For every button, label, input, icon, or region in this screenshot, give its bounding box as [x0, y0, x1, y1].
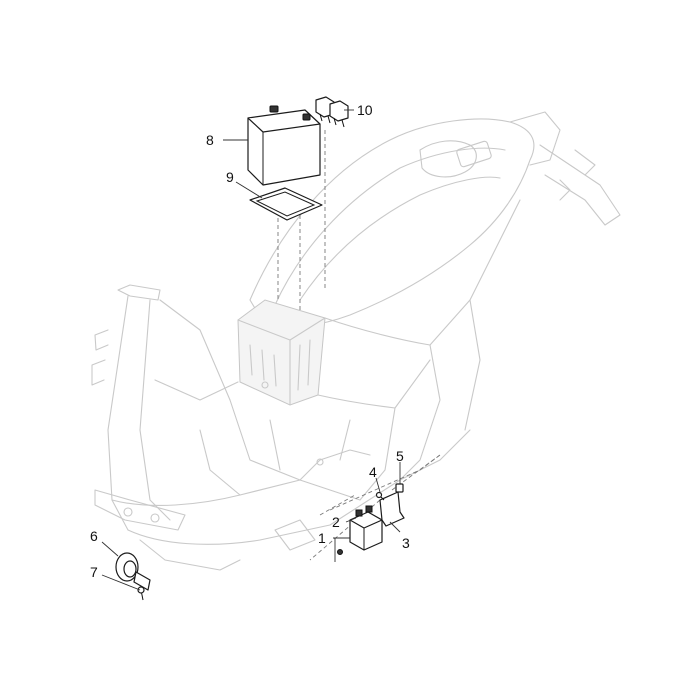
callout-9: 9	[226, 169, 234, 185]
battery-pad-part	[249, 187, 323, 221]
callout-5: 5	[396, 448, 404, 464]
callout-8: 8	[206, 132, 214, 148]
callout-10: 10	[357, 102, 373, 118]
screw-part	[375, 491, 385, 501]
callout-3: 3	[402, 535, 410, 551]
leader-lines	[101, 109, 401, 591]
callout-2: 2	[332, 514, 340, 530]
callout-1: 1	[318, 530, 326, 546]
clip-nut-part	[395, 483, 404, 493]
mounting-bracket-part	[379, 491, 405, 527]
battery-part	[247, 105, 321, 186]
starter-relay-part	[349, 505, 383, 551]
relay-pair-part	[315, 96, 349, 128]
horn-part	[115, 552, 151, 591]
callout-7: 7	[90, 564, 98, 580]
callout-labels: 8 9 10 1 2 3 4 5 6 7	[90, 102, 410, 580]
bolt-part	[137, 586, 145, 601]
callout-6: 6	[90, 528, 98, 544]
callout-4: 4	[369, 464, 377, 480]
scooter-frame-ghost	[91, 111, 621, 571]
